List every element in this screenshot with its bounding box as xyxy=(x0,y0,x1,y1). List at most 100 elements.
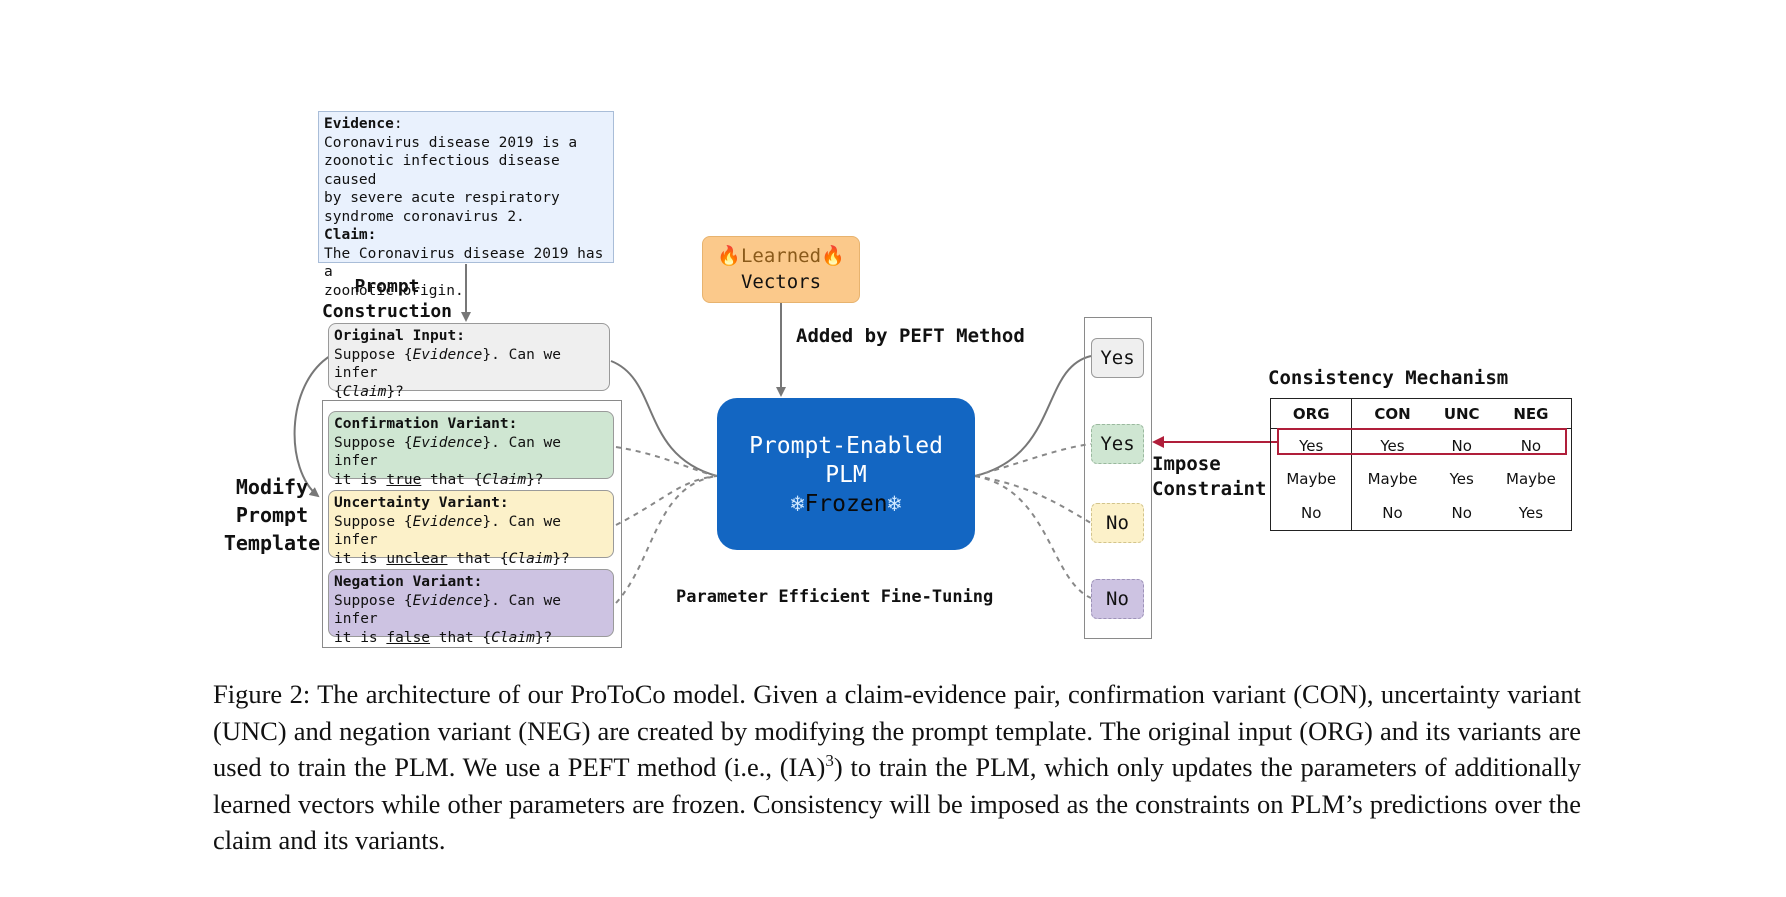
claim-text: The Coronavirus disease 2019 has a zoono… xyxy=(324,245,604,299)
uncertainty-variant-title: Uncertainty Variant: xyxy=(334,495,509,511)
frozen-label: Frozen xyxy=(804,491,888,517)
plm-to-pred2-line xyxy=(974,443,1092,477)
neg-claim-word: Claim xyxy=(491,629,535,646)
table-cell: Maybe xyxy=(1367,470,1418,489)
table-row: Maybe Maybe Yes Maybe xyxy=(1270,462,1572,497)
parameter-efficient-ft-label: Parameter Efficient Fine-Tuning xyxy=(676,587,994,607)
plm-box: Prompt-Enabled PLM ❄Frozen❄ xyxy=(717,398,975,550)
fire-icon: 🔥 xyxy=(821,245,845,267)
evidence-text: Coronavirus disease 2019 is a zoonotic i… xyxy=(324,134,578,225)
original-input-title: Original Input: xyxy=(334,328,465,344)
unc-key-word: unclear xyxy=(386,550,448,567)
orig-evidence-word: Evidence xyxy=(412,346,483,363)
table-cell: No xyxy=(1270,496,1353,531)
confirmation-variant-title: Confirmation Variant: xyxy=(334,416,518,432)
table-cell: Yes xyxy=(1270,428,1353,463)
neg-text-a: Suppose { xyxy=(334,592,413,609)
caption-text-tail: ) to train the PLM, which only updates t… xyxy=(213,752,1581,855)
negation-to-plm-line xyxy=(615,475,718,604)
original-to-plm-line xyxy=(610,360,718,477)
conf-text-b: }. Can we infer xyxy=(334,434,561,470)
unc-text-c: it is xyxy=(334,550,387,567)
negation-variant-box: Negation Variant: Suppose {Evidence}. Ca… xyxy=(328,569,614,646)
unc-evidence-word: Evidence xyxy=(412,513,483,530)
table-cell: No xyxy=(1382,504,1403,523)
confirmation-to-plm-line xyxy=(615,446,718,477)
conf-key-word: true xyxy=(386,471,422,488)
orig-text-a: Suppose { xyxy=(334,346,413,363)
modify-template-arrow xyxy=(293,355,331,498)
caption-text: Figure 2: The architecture of our ProToC… xyxy=(213,679,1581,782)
neg-text-e: }? xyxy=(534,629,553,646)
table-header: NEG xyxy=(1490,398,1572,429)
consistency-mechanism-title: Consistency Mechanism xyxy=(1268,367,1509,389)
variants-group xyxy=(322,400,622,648)
evidence-label: Evidence xyxy=(324,116,394,132)
consistency-table: ORG CON UNC NEG Yes Yes No No Maybe Mayb… xyxy=(1270,398,1572,531)
neg-text-d: that { xyxy=(430,629,492,646)
table-header: ORG xyxy=(1270,398,1353,429)
table-cell: No xyxy=(1520,436,1542,455)
neg-text-b: }. Can we infer xyxy=(334,592,561,628)
learned-vectors-box: 🔥Learned🔥 Vectors xyxy=(702,236,860,303)
snowflake-icon: ❄ xyxy=(887,491,902,517)
unc-text-b: }. Can we infer xyxy=(334,513,561,549)
table-row: Yes Yes No No xyxy=(1270,428,1572,463)
table-cell: Yes xyxy=(1380,436,1405,455)
uncertainty-variant-box: Uncertainty Variant: Suppose {Evidence}.… xyxy=(328,490,614,567)
prediction-negation: No xyxy=(1091,579,1144,619)
table-header: CON xyxy=(1351,398,1433,429)
prediction-original: Yes xyxy=(1091,338,1144,378)
predictions-column xyxy=(1084,317,1152,639)
table-cell: No xyxy=(1451,504,1472,523)
neg-text-c: it is xyxy=(334,629,387,646)
neg-evidence-word: Evidence xyxy=(412,592,483,609)
snowflake-icon: ❄ xyxy=(790,491,805,517)
unc-claim-word: Claim xyxy=(508,550,553,567)
caption-superscript: 3 xyxy=(825,751,834,771)
orig-text-b: }. Can we infer xyxy=(334,346,561,382)
table-cell: Yes xyxy=(1449,470,1474,489)
evidence-colon: : xyxy=(393,116,403,132)
conf-text-e: }? xyxy=(526,471,544,488)
unc-text-a: Suppose { xyxy=(334,513,413,530)
table-header: UNC xyxy=(1432,398,1491,429)
orig-text-c: { xyxy=(334,383,343,400)
orig-text-d: }? xyxy=(386,383,404,400)
evidence-claim-box: Evidence: Coronavirus disease 2019 is a … xyxy=(318,111,614,299)
orig-claim-word: Claim xyxy=(342,383,387,400)
conf-claim-word: Claim xyxy=(482,471,527,488)
consistency-highlight-row xyxy=(1277,428,1567,455)
negation-variant-title: Negation Variant: xyxy=(334,574,483,590)
table-cell: No xyxy=(1451,436,1472,455)
confirmation-variant-box: Confirmation Variant: Suppose {Evidence}… xyxy=(328,411,614,488)
plm-line2: PLM xyxy=(825,462,867,488)
plm-to-pred4-line xyxy=(974,475,1092,599)
conf-text-c: it is xyxy=(334,471,387,488)
table-cell: Maybe xyxy=(1506,470,1556,489)
table-header-row: ORG CON UNC NEG xyxy=(1270,398,1572,429)
vectors-label: Vectors xyxy=(740,271,822,293)
table-cell: Maybe xyxy=(1270,462,1353,497)
plm-to-pred1-line xyxy=(974,355,1092,477)
original-input-box: Original Input: Suppose {Evidence}. Can … xyxy=(328,323,610,400)
learned-label: Learned xyxy=(740,245,822,267)
prediction-uncertainty: No xyxy=(1091,503,1144,543)
modify-prompt-template-label: Modify Prompt Template xyxy=(223,475,321,555)
table-row: No No No Yes xyxy=(1270,496,1572,531)
figure-caption: Figure 2: The architecture of our ProToC… xyxy=(213,676,1581,859)
impose-constraint-label: Impose Constraint xyxy=(1152,453,1267,500)
fire-icon: 🔥 xyxy=(717,245,741,267)
conf-text-a: Suppose { xyxy=(334,434,413,451)
conf-text-d: that { xyxy=(421,471,483,488)
table-cell: Yes xyxy=(1518,504,1544,523)
prompt-construction-label: Prompt Construction xyxy=(321,276,453,322)
unc-text-e: }? xyxy=(552,550,570,567)
added-by-peft-label: Added by PEFT Method xyxy=(796,325,1025,347)
claim-label: Claim: xyxy=(324,227,377,243)
conf-evidence-word: Evidence xyxy=(412,434,483,451)
plm-to-pred3-line xyxy=(974,475,1092,524)
neg-key-word: false xyxy=(386,629,431,646)
